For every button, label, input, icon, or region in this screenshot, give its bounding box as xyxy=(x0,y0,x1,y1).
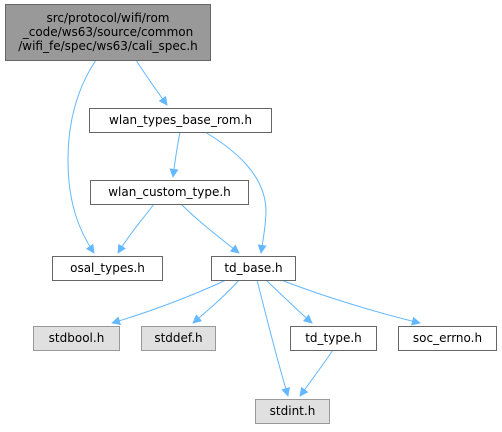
node-label-wlan_custom_type: wlan_custom_type.h xyxy=(108,185,231,199)
node-soc_errno[interactable]: soc_errno.h xyxy=(398,326,497,351)
node-stdbool: stdbool.h xyxy=(33,326,120,351)
node-stdint: stdint.h xyxy=(255,399,330,424)
node-label-stdint: stdint.h xyxy=(270,404,316,418)
node-box-stdint xyxy=(255,399,330,424)
node-cali_spec[interactable]: src/protocol/wifi/rom_code/ws63/source/c… xyxy=(5,4,211,61)
node-box-soc_errno xyxy=(398,326,497,351)
edge-wlan_types_base_rom-to-wlan_custom_type xyxy=(169,131,181,178)
node-label-td_base: td_base.h xyxy=(224,261,282,275)
node-box-td_base xyxy=(211,256,296,281)
node-box-osal_types xyxy=(52,256,163,281)
node-label-cali_spec-line-0: src/protocol/wifi/rom xyxy=(46,11,169,25)
edge-td_base-to-stdint xyxy=(256,279,290,397)
node-box-stddef xyxy=(141,326,216,351)
node-box-wlan_custom_type xyxy=(90,180,249,205)
edge-wlan_types_base_rom-to-td_base xyxy=(204,131,267,254)
edge-td_type-to-stdint xyxy=(299,349,334,397)
edge-td_base-to-td_type xyxy=(265,279,313,324)
edge-cali_spec-to-wlan_types_base_rom xyxy=(135,59,168,106)
node-label-cali_spec-line-2: /wifi_fe/spec/ws63/cali_spec.h xyxy=(18,39,198,53)
node-box-wlan_types_base_rom xyxy=(89,108,272,133)
node-osal_types[interactable]: osal_types.h xyxy=(52,256,163,281)
node-wlan_custom_type[interactable]: wlan_custom_type.h xyxy=(90,180,249,205)
node-label-stddef: stddef.h xyxy=(154,331,202,345)
edge-td_base-to-soc_errno xyxy=(280,279,421,326)
node-td_base[interactable]: td_base.h xyxy=(211,256,296,281)
node-td_type[interactable]: td_type.h xyxy=(290,326,377,351)
edge-wlan_custom_type-to-td_base xyxy=(180,203,240,254)
nodes-layer: src/protocol/wifi/rom_code/ws63/source/c… xyxy=(5,4,497,424)
edge-wlan_custom_type-to-osal_types xyxy=(117,203,155,254)
node-box-td_type xyxy=(290,326,377,351)
node-label-osal_types: osal_types.h xyxy=(70,261,145,275)
node-box-cali_spec xyxy=(5,4,211,61)
node-stddef: stddef.h xyxy=(141,326,216,351)
node-label-cali_spec-line-1: _code/ws63/source/common xyxy=(22,25,194,39)
node-label-stdbool: stdbool.h xyxy=(49,331,105,345)
node-label-soc_errno: soc_errno.h xyxy=(413,331,482,345)
node-label-wlan_types_base_rom: wlan_types_base_rom.h xyxy=(109,113,252,127)
edge-cali_spec-to-osal_types xyxy=(67,59,97,254)
edge-td_base-to-stdbool xyxy=(111,279,227,326)
edge-td_base-to-stddef xyxy=(192,279,240,324)
node-box-stdbool xyxy=(33,326,120,351)
node-label-td_type: td_type.h xyxy=(305,331,362,345)
edges-layer xyxy=(67,59,421,397)
node-wlan_types_base_rom[interactable]: wlan_types_base_rom.h xyxy=(89,108,272,133)
